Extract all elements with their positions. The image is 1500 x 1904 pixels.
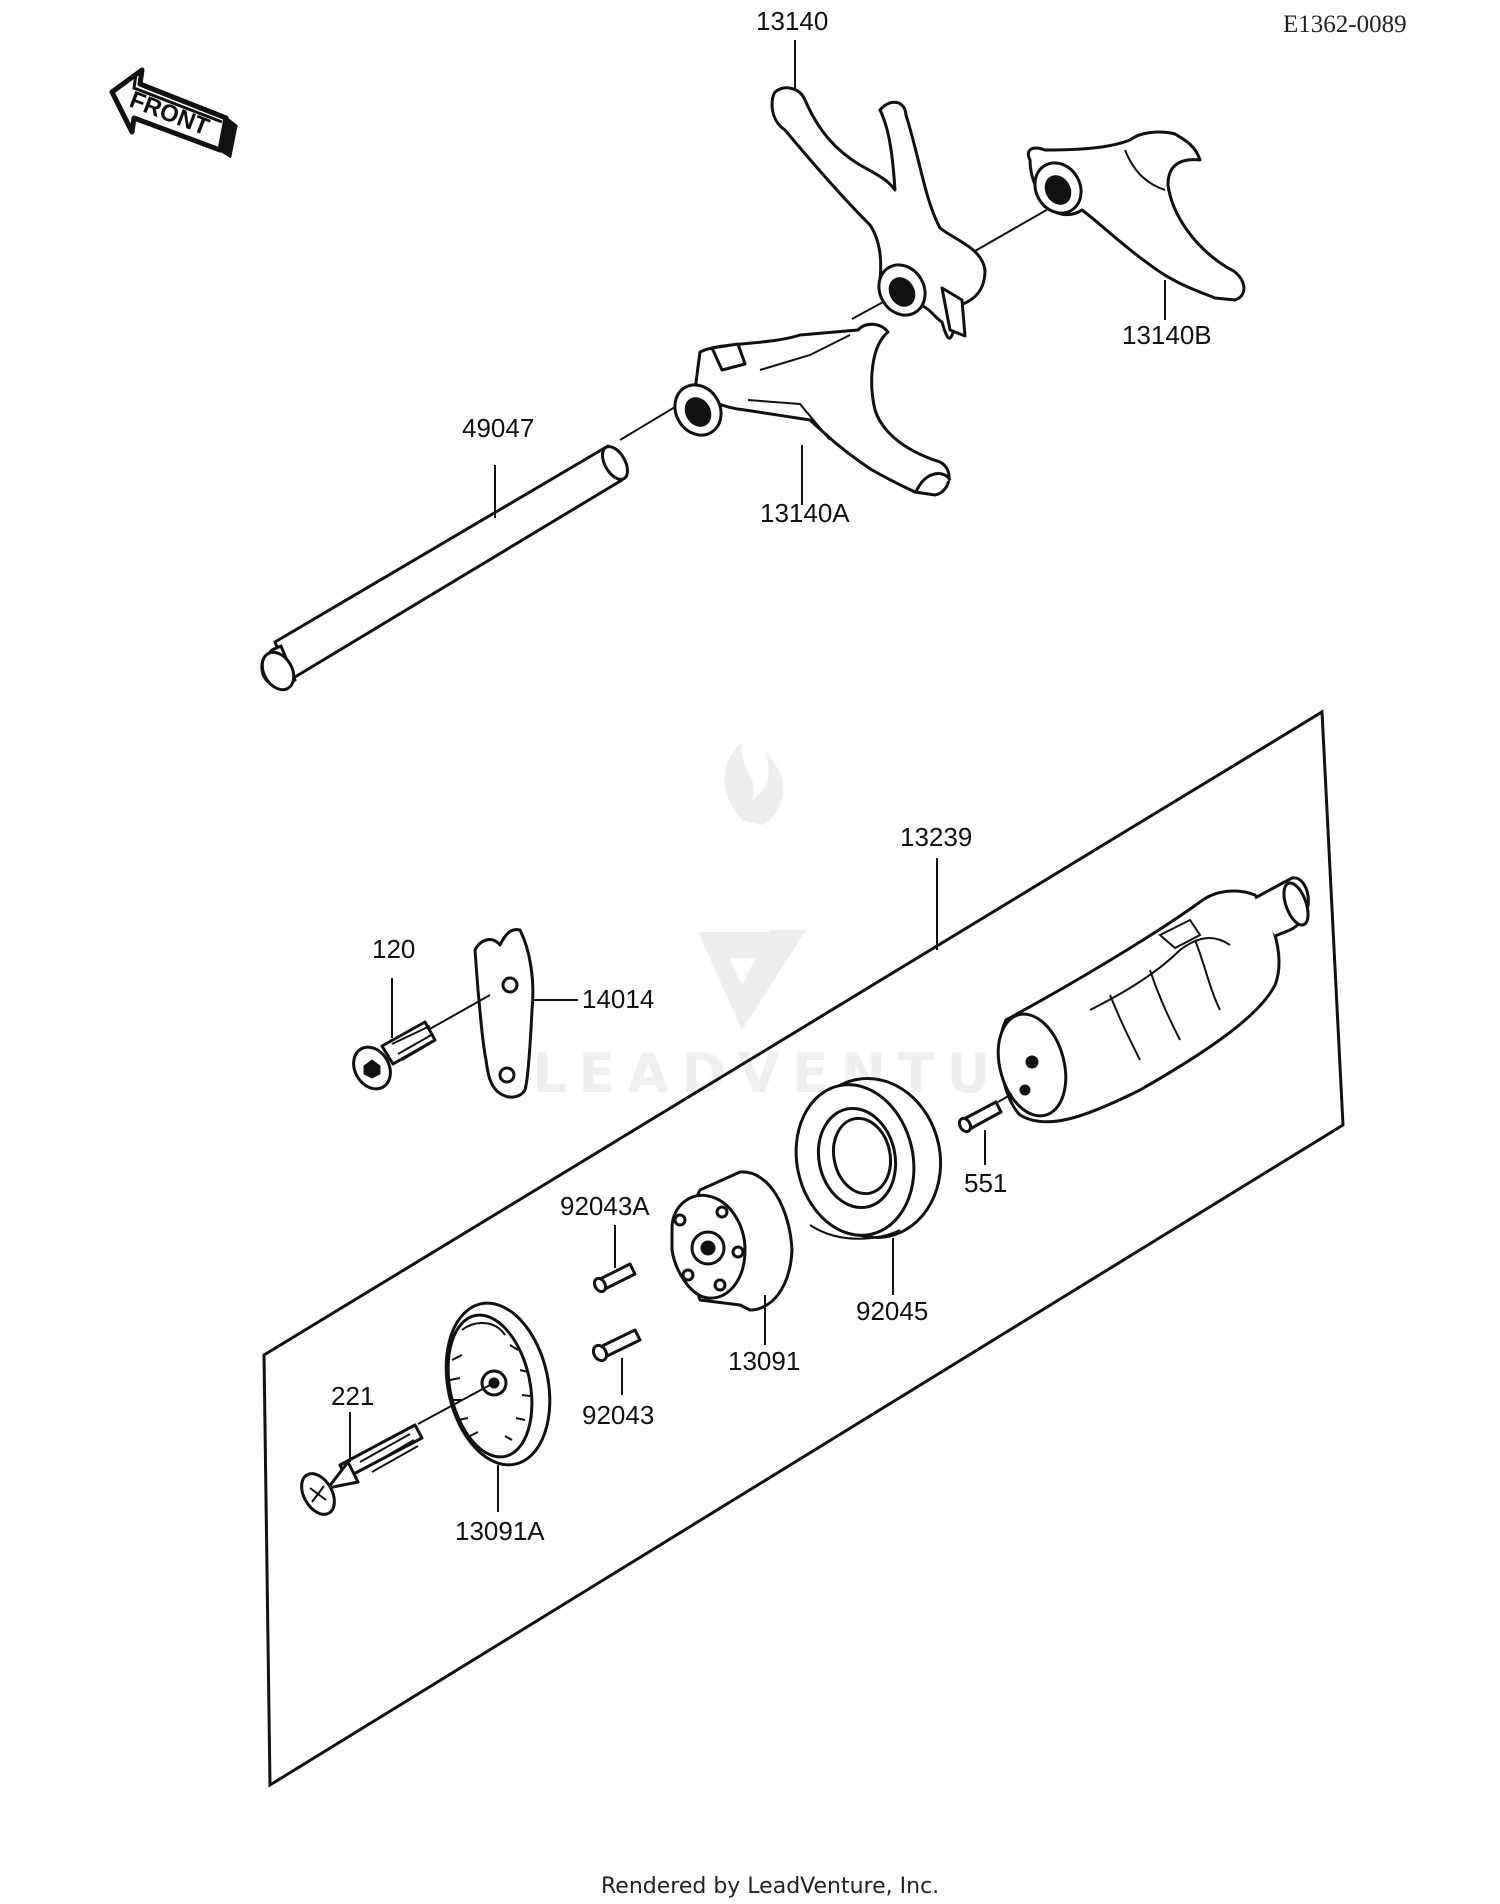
callout-14014: 14014	[582, 984, 654, 1014]
callout-92043: 92043	[582, 1400, 654, 1430]
shift-drum	[996, 876, 1310, 1124]
shift-fork-13140	[770, 86, 987, 340]
callout-49047: 49047	[462, 413, 534, 443]
front-arrow-icon: FRONT	[109, 67, 238, 159]
pin-92043	[591, 1328, 642, 1363]
footer-credit: Rendered by LeadVenture, Inc.	[601, 1874, 939, 1899]
callout-92043a: 92043A	[560, 1191, 650, 1221]
callout-551: 551	[964, 1168, 1007, 1198]
drum-pin-551	[957, 1093, 1013, 1134]
flat-head-screw	[300, 1384, 491, 1516]
callout-120: 120	[372, 934, 415, 964]
callout-13140a: 13140A	[760, 498, 850, 528]
callout-92045: 92045	[856, 1296, 928, 1326]
socket-bolt	[352, 994, 491, 1091]
callout-13239: 13239	[900, 822, 972, 852]
cam-plate	[444, 1301, 552, 1467]
shift-fork-shaft	[260, 444, 629, 692]
shift-fork-13140a	[673, 322, 952, 497]
callout-13091a: 13091A	[455, 1516, 545, 1546]
watermark-logo-icon: LEADVENTURE	[532, 742, 1093, 1105]
diagram-code: E1362-0089	[1283, 11, 1407, 38]
drum-positioning-plate	[473, 928, 535, 1099]
ball-bearing	[794, 1076, 943, 1240]
drum-assembly-frame	[262, 709, 1345, 1788]
pin-92043a	[592, 1262, 637, 1294]
callout-13140b: 13140B	[1122, 320, 1212, 350]
drum-cam-holder	[670, 1170, 794, 1312]
callout-13140: 13140	[756, 6, 828, 36]
shift-fork-13140b	[1026, 130, 1246, 302]
callout-221: 221	[331, 1381, 374, 1411]
callout-13091: 13091	[728, 1346, 800, 1376]
